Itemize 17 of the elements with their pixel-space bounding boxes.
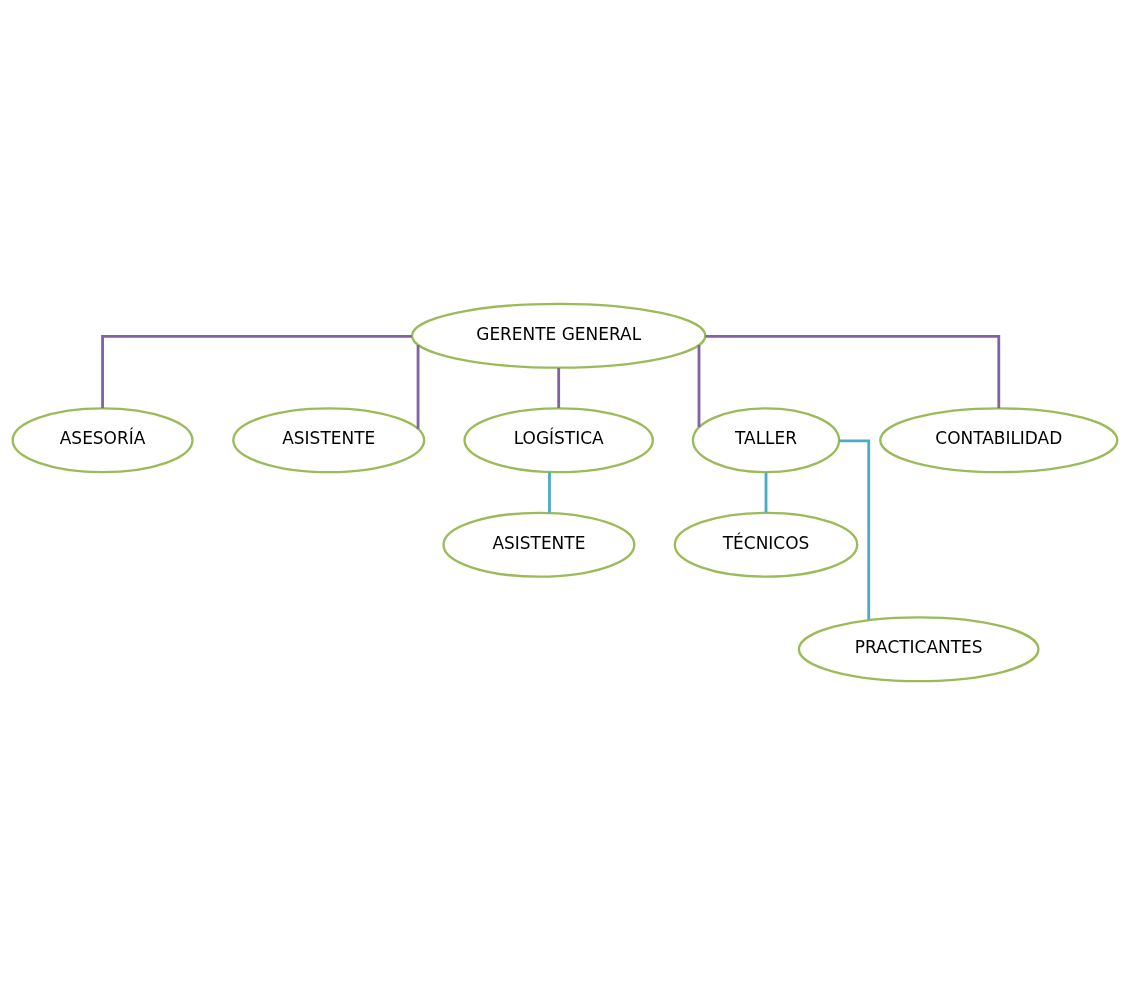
node-ellipse: TALLER	[691, 406, 841, 473]
node-ellipse: PRACTICANTES	[797, 615, 1040, 682]
node-ellipse: ASISTENTE	[442, 511, 636, 578]
connector	[705, 334, 1001, 408]
connector	[548, 471, 551, 513]
connector	[416, 344, 420, 429]
connector	[557, 367, 561, 408]
connector	[697, 344, 701, 427]
connector	[839, 439, 871, 620]
node-ellipse: LOGÍSTICA	[463, 406, 654, 473]
node-ellipse: ASISTENTE	[232, 406, 426, 473]
connector	[101, 334, 412, 408]
node-ellipse: TÉCNICOS	[673, 511, 859, 578]
node-ellipse: ASESORÍA	[11, 406, 194, 473]
node-ellipse: CONTABILIDAD	[879, 406, 1119, 473]
connector	[764, 471, 768, 512]
node-ellipse: GERENTE GENERAL	[410, 302, 707, 369]
